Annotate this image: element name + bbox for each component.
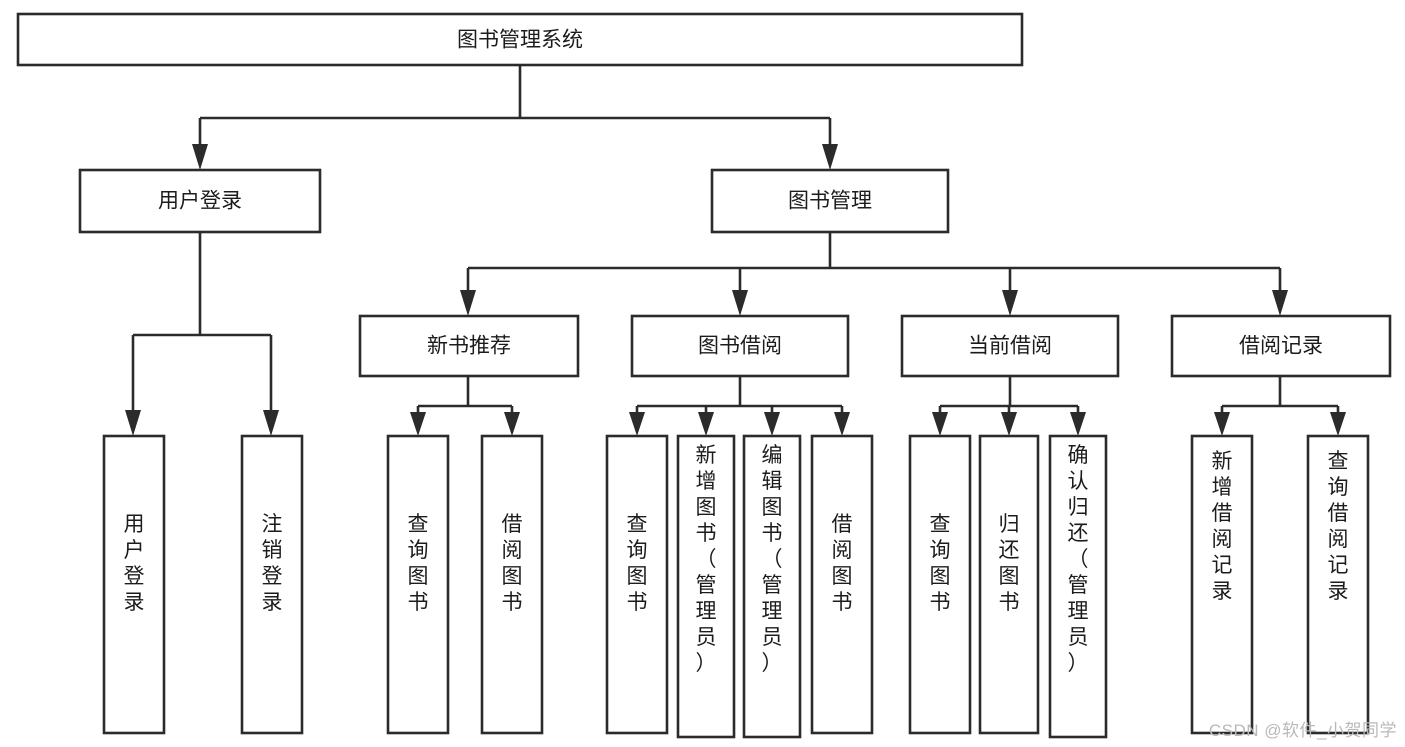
node-leaf-query-borrow-record-label: 查询借阅记录 [1328, 450, 1349, 603]
node-leaf-return-book-box[interactable] [978, 434, 1040, 735]
arrowhead-new-book-recommend [460, 290, 476, 316]
arrowhead-current-borrow [1002, 290, 1018, 316]
node-leaf-add-book-admin[interactable]: 新增图书（管理员） [676, 434, 736, 739]
node-new-book-recommend-label: 新书推荐 [427, 335, 511, 358]
node-book-borrow-box[interactable] [630, 314, 850, 378]
node-leaf-edit-book-admin-label: 编辑图书（管理员） [762, 444, 783, 675]
node-leaf-borrow-book-2[interactable]: 借阅图书 [810, 434, 874, 735]
arrowhead-leaf-query-book-3 [932, 412, 948, 436]
arrowhead-leaf-confirm-return-admin [1070, 412, 1086, 436]
node-root[interactable]: 图书管理系统 [16, 12, 1024, 67]
node-leaf-user-login-box[interactable] [102, 434, 166, 735]
node-leaf-logout-login-label: 注销登录 [262, 513, 283, 614]
node-book-management-label: 图书管理 [788, 190, 872, 213]
arrowhead-leaf-user-login [125, 410, 141, 436]
node-leaf-add-book-admin-box[interactable] [676, 434, 736, 739]
node-leaf-logout-login-box[interactable] [240, 434, 304, 735]
node-borrow-record-box[interactable] [1170, 314, 1392, 378]
arrowhead-leaf-return-book [1001, 412, 1017, 436]
node-leaf-query-book-3-label: 查询图书 [930, 513, 951, 614]
node-new-book-recommend-box[interactable] [358, 314, 580, 378]
node-leaf-borrow-book-1-box[interactable] [480, 434, 544, 735]
arrowhead-leaf-logout-login [263, 410, 279, 436]
arrowhead-leaf-query-borrow-record [1330, 412, 1346, 436]
node-leaf-edit-book-admin[interactable]: 编辑图书（管理员） [742, 434, 802, 739]
connectors-current-borrow [932, 376, 1086, 436]
node-leaf-add-borrow-record-label: 新增借阅记录 [1212, 450, 1233, 603]
node-leaf-query-borrow-record[interactable]: 查询借阅记录 [1306, 434, 1370, 735]
node-leaf-user-login[interactable]: 用户登录 [102, 434, 166, 735]
node-leaf-query-book-1-label: 查询图书 [408, 513, 429, 614]
arrowhead-book-management [822, 144, 838, 170]
node-leaf-borrow-book-1[interactable]: 借阅图书 [480, 434, 544, 735]
node-leaf-query-book-1-box[interactable] [386, 434, 450, 735]
arrowhead-leaf-edit-book-admin [764, 412, 780, 436]
node-book-borrow[interactable]: 图书借阅 [630, 314, 850, 378]
connectors-borrow-record [1214, 376, 1346, 436]
arrowhead-leaf-add-book-admin [698, 412, 714, 436]
node-leaf-confirm-return-admin-label: 确认归还（管理员） [1068, 444, 1089, 675]
arrowhead-book-borrow [732, 290, 748, 316]
node-user-login[interactable]: 用户登录 [78, 168, 322, 234]
node-leaf-confirm-return-admin[interactable]: 确认归还（管理员） [1048, 434, 1108, 739]
arrowhead-leaf-query-book-2 [629, 412, 645, 436]
node-leaf-add-borrow-record-box[interactable] [1190, 434, 1254, 735]
node-leaf-query-book-2-box[interactable] [605, 434, 669, 735]
node-leaf-query-book-1[interactable]: 查询图书 [386, 434, 450, 735]
node-user-login-box[interactable] [78, 168, 322, 234]
connectors-book-management [460, 232, 1288, 316]
connectors-new-book-recommend [410, 376, 520, 436]
arrowhead-leaf-borrow-book-1 [504, 412, 520, 436]
arrowhead-borrow-record [1272, 290, 1288, 316]
node-leaf-user-login-label: 用户登录 [124, 513, 145, 614]
connectors-user-login [125, 232, 279, 436]
connectors-root [192, 65, 838, 170]
node-book-management-box[interactable] [710, 168, 950, 234]
node-book-borrow-label: 图书借阅 [698, 335, 782, 358]
node-leaf-add-borrow-record[interactable]: 新增借阅记录 [1190, 434, 1254, 735]
node-leaf-query-book-3-box[interactable] [908, 434, 972, 735]
node-user-login-label: 用户登录 [158, 190, 242, 213]
arrowhead-leaf-borrow-book-2 [834, 412, 850, 436]
node-borrow-record-label: 借阅记录 [1239, 335, 1323, 358]
node-borrow-record[interactable]: 借阅记录 [1170, 314, 1392, 378]
node-new-book-recommend[interactable]: 新书推荐 [358, 314, 580, 378]
node-leaf-edit-book-admin-box[interactable] [742, 434, 802, 739]
arrowhead-leaf-add-borrow-record [1214, 412, 1230, 436]
node-leaf-query-borrow-record-box[interactable] [1306, 434, 1370, 735]
node-current-borrow[interactable]: 当前借阅 [900, 314, 1120, 378]
node-leaf-borrow-book-2-label: 借阅图书 [832, 513, 853, 614]
node-leaf-confirm-return-admin-box[interactable] [1048, 434, 1108, 739]
node-leaf-borrow-book-2-box[interactable] [810, 434, 874, 735]
node-current-borrow-box[interactable] [900, 314, 1120, 378]
node-leaf-query-book-2[interactable]: 查询图书 [605, 434, 669, 735]
node-leaf-borrow-book-1-label: 借阅图书 [502, 513, 523, 614]
csdn-watermark: CSDN @软件_小贺同学 [1208, 721, 1397, 740]
node-current-borrow-label: 当前借阅 [968, 335, 1052, 358]
node-root-box[interactable] [16, 12, 1024, 67]
node-leaf-add-book-admin-label: 新增图书（管理员） [696, 444, 717, 675]
node-book-management[interactable]: 图书管理 [710, 168, 950, 234]
node-leaf-logout-login[interactable]: 注销登录 [240, 434, 304, 735]
connectors-book-borrow [629, 376, 850, 436]
node-leaf-query-book-3[interactable]: 查询图书 [908, 434, 972, 735]
arrowhead-user-login [192, 144, 208, 170]
node-root-label: 图书管理系统 [457, 29, 583, 52]
arrowhead-leaf-query-book-1 [410, 412, 426, 436]
node-leaf-query-book-2-label: 查询图书 [627, 513, 648, 614]
node-leaf-return-book-label: 归还图书 [999, 513, 1020, 614]
node-leaf-return-book[interactable]: 归还图书 [978, 434, 1040, 735]
